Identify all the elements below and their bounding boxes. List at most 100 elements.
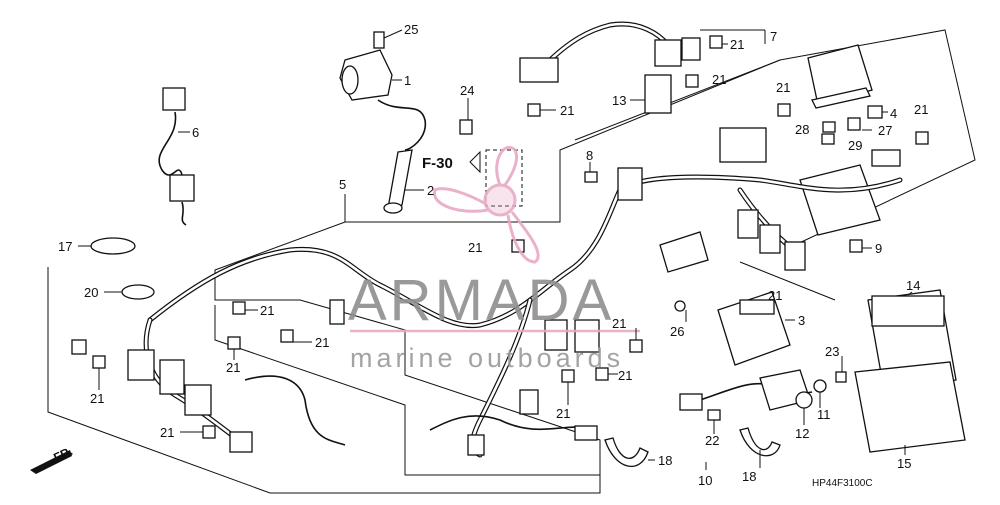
fuse-28 (822, 121, 836, 133)
callout-27: 27 (878, 123, 892, 138)
callout-18-left: 18 (658, 453, 672, 468)
callout-17: 17 (58, 239, 72, 254)
callout-21-relay: 21 (712, 72, 726, 87)
sub-harness-group (679, 369, 847, 421)
regulator-connectors (871, 295, 945, 327)
relay-13 (644, 74, 672, 114)
callout-21-g: 21 (260, 303, 274, 318)
bolt-26 (674, 300, 686, 312)
callout-18-right: 18 (742, 469, 756, 484)
upper-harness-connector-small (681, 37, 701, 61)
callout-21-j: 21 (90, 391, 104, 406)
callout-21-top: 21 (730, 37, 744, 52)
connector-d (184, 384, 212, 416)
sensor-lead-group (158, 87, 195, 226)
clip-21-k (202, 425, 216, 439)
ecu-connector (739, 299, 775, 315)
plug-cap (387, 149, 413, 209)
connector-h (574, 319, 600, 353)
clip-22 (707, 409, 721, 421)
ecu-group (674, 291, 791, 366)
junction-cover (659, 231, 709, 273)
connector-b (127, 349, 155, 381)
callout-15: 15 (897, 456, 911, 471)
connector-i (519, 389, 539, 415)
callout-10: 10 (698, 473, 712, 488)
clip-21-h (280, 329, 294, 343)
fuse-box-plug (871, 149, 901, 167)
callout-6: 6 (192, 125, 199, 140)
front-arrow-icon (30, 450, 72, 474)
clip-21-c (527, 103, 541, 117)
callout-20: 20 (84, 285, 98, 300)
clip-21-j (92, 355, 106, 369)
upper-harness-connector-right (654, 39, 682, 67)
callout-21-fuse: 21 (776, 80, 790, 95)
diagram-code: HP44F3100C (812, 478, 873, 489)
callout-4: 4 (890, 106, 897, 121)
connector-j (574, 425, 598, 441)
callout-21-m: 21 (618, 368, 632, 383)
watermark: ARMADA marine outboards (348, 146, 640, 373)
clip-8 (584, 171, 598, 183)
connector-a (71, 339, 87, 355)
loose-wire-left (244, 375, 346, 446)
sensor-connector-top (162, 87, 186, 111)
callout-29: 29 (848, 138, 862, 153)
callout-21-clip: 21 (560, 103, 574, 118)
clip-21-e (915, 131, 929, 145)
upper-harness-group (519, 21, 701, 114)
clamps-group (90, 237, 781, 467)
watermark-tagline: marine outboards (350, 343, 624, 373)
frame-upper (574, 59, 781, 141)
reference-label: F-30 (422, 155, 453, 172)
bolt-23 (835, 371, 847, 383)
callout-28: 28 (795, 122, 809, 137)
upper-harness-connector-left (519, 57, 559, 83)
clip-21-d (777, 103, 791, 117)
callout-23: 23 (825, 344, 839, 359)
connector-c (159, 359, 185, 395)
callout-13: 13 (612, 93, 626, 108)
callout-21-k: 21 (160, 425, 174, 440)
callout-21-i: 21 (226, 360, 240, 375)
regulator-group (854, 289, 966, 453)
callout-22: 22 (705, 433, 719, 448)
washer-11 (813, 379, 827, 393)
clip-21-n (629, 339, 643, 353)
callout-3: 3 (798, 313, 805, 328)
callout-12: 12 (795, 426, 809, 441)
connector-k (467, 434, 485, 456)
callout-9: 9 (875, 241, 882, 256)
clip-21-b (685, 74, 699, 88)
callout-21-n: 21 (612, 316, 626, 331)
callout-2: 2 (427, 183, 434, 198)
coil-bolt (373, 31, 385, 49)
callout-1: 1 (404, 73, 411, 88)
callout-5: 5 (339, 177, 346, 192)
callout-21-h: 21 (315, 335, 329, 350)
callout-8: 8 (586, 148, 593, 163)
ignition-coil-end (341, 65, 359, 95)
band-clamp-18a (604, 437, 649, 467)
clip-21-g (232, 301, 246, 315)
callout-21-mid: 21 (468, 240, 482, 255)
callout-11: 11 (817, 407, 831, 422)
callout-7: 7 (770, 29, 777, 44)
fuse-29 (821, 133, 835, 145)
fuse-27 (847, 117, 861, 131)
front-label: FR. (51, 444, 74, 465)
frame-main-harness (47, 29, 976, 494)
reference-arrow-icon (469, 150, 481, 174)
callout-14: 14 (906, 278, 920, 293)
band-clamp-18b (739, 427, 781, 457)
ignition-coil-group (339, 31, 427, 214)
propeller-logo-icon (433, 146, 540, 264)
watermark-brand: ARMADA (348, 268, 614, 333)
front-direction-indicator: FR. (30, 444, 75, 474)
connector-g (544, 319, 568, 351)
callout-24: 24 (460, 83, 474, 98)
callout-25: 25 (404, 22, 418, 37)
